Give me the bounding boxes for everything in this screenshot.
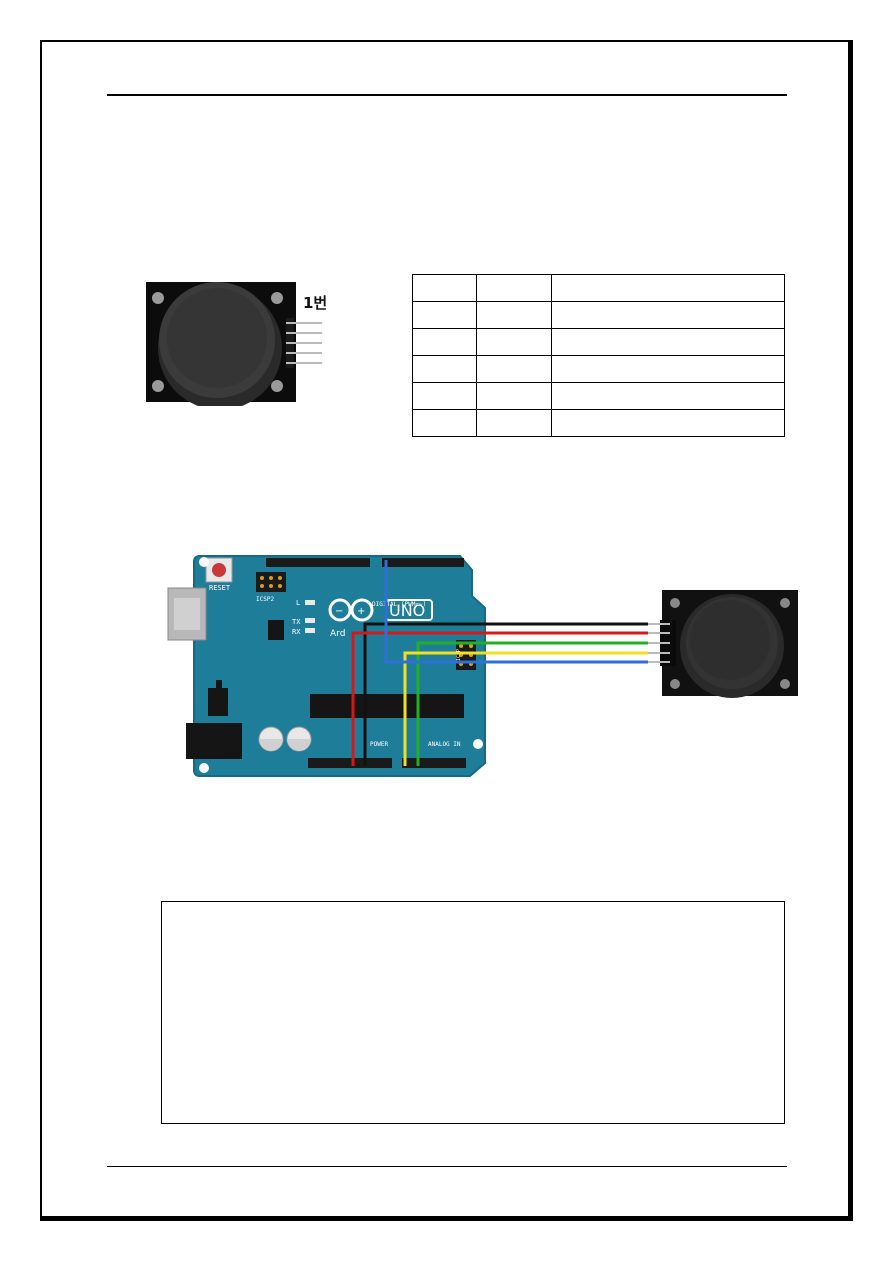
arduino-uno-board: [193, 555, 486, 777]
icsp2-header: [256, 572, 286, 592]
page-border: [40, 40, 853, 1221]
digital-header-right: [382, 558, 464, 567]
svg-text:+: +: [357, 606, 365, 617]
led-l-label: L: [296, 599, 300, 607]
pin1-label: 1번: [303, 294, 328, 312]
table-cell: [476, 355, 552, 383]
footer-rule: [107, 1166, 787, 1167]
header-rule: [107, 94, 787, 96]
digital-label: DIGITAL (PWM=~): [372, 601, 426, 608]
analog-header: [402, 758, 466, 768]
table-cell: [476, 301, 552, 329]
table-row: [412, 274, 785, 302]
table-cell: [412, 328, 477, 356]
table-cell: [476, 382, 552, 410]
table-cell: [476, 409, 552, 437]
table-cell: [476, 328, 552, 356]
table-row: [412, 328, 785, 356]
svg-text:−: −: [335, 606, 343, 617]
regulator: [208, 688, 228, 716]
table-cell: [412, 301, 477, 329]
power-label: POWER: [370, 741, 388, 748]
led-tx-label: TX: [292, 618, 301, 626]
table-row: [412, 382, 785, 410]
atmega-chip: [310, 694, 464, 718]
table-cell: [551, 301, 785, 329]
table-cell: [412, 355, 477, 383]
table-row: [412, 409, 785, 437]
table-cell: [412, 409, 477, 437]
joystick-module: [648, 590, 798, 698]
wire-vry: [403, 651, 648, 766]
reset-label: RESET: [209, 584, 231, 592]
wire-vcc: [351, 631, 648, 766]
analog-label: ANALOG IN: [428, 741, 461, 748]
arduino-logo: [328, 598, 374, 622]
code-box: [161, 901, 785, 1124]
arduino-label: Ard: [330, 629, 345, 639]
power-jack: [186, 723, 242, 759]
small-chip: [268, 620, 284, 640]
icsp2-label: ICSP2: [256, 596, 274, 603]
table-cell: [551, 355, 785, 383]
table-cell: [412, 382, 477, 410]
pin-table: [412, 274, 785, 437]
table-cell: [551, 328, 785, 356]
table-cell: [551, 382, 785, 410]
uno-label: UNO: [389, 601, 425, 620]
table-cell: [551, 409, 785, 437]
table-cell: [412, 274, 477, 302]
table-row: [412, 355, 785, 383]
table-cell: [551, 274, 785, 302]
wiring-diagram: RESET ICSP2 DIGITAL (PWM=~) L TX RX − + …: [167, 555, 798, 777]
led-rx-label: RX: [292, 628, 301, 636]
icsp-right-label: ICSP: [456, 649, 462, 661]
digital-header-left: [266, 558, 370, 567]
wire-gnd: [363, 622, 648, 766]
wire-vrx: [416, 641, 648, 766]
wire-sw: [384, 560, 648, 664]
table-row: [412, 301, 785, 329]
joystick-module-photo: [146, 282, 322, 406]
table-cell: [476, 274, 552, 302]
power-header: [308, 758, 392, 768]
